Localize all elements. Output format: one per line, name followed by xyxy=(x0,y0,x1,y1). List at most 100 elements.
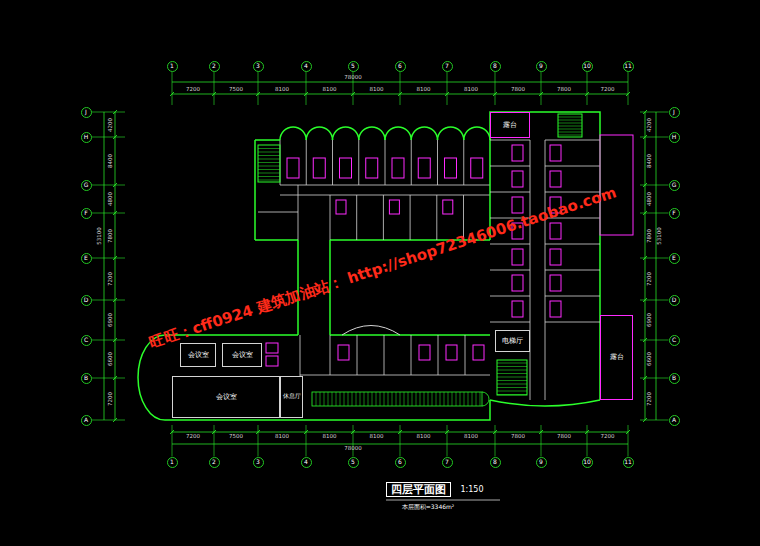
axis-line xyxy=(92,137,126,138)
dimension-text: 7500 xyxy=(229,434,243,440)
balcony-hatch xyxy=(452,392,453,406)
node-text: G xyxy=(84,182,89,188)
wall-line xyxy=(384,335,385,375)
dimension-text: 7200 xyxy=(647,272,653,286)
node-text: E xyxy=(84,255,88,261)
balcony-hatch xyxy=(384,392,385,406)
stair-tread xyxy=(497,380,527,381)
balcony-hatch xyxy=(364,392,365,406)
wall-line xyxy=(410,195,411,240)
wall-line xyxy=(358,140,359,185)
dimension-line xyxy=(656,112,657,420)
stair-tread xyxy=(258,162,280,163)
title-underline xyxy=(386,500,500,501)
room-label-box: 露台 xyxy=(600,315,633,400)
toilet-fixture xyxy=(266,356,278,366)
balcony-hatch xyxy=(368,392,369,406)
dimension-line xyxy=(172,444,628,445)
node-text: 2 xyxy=(212,459,216,465)
node-text: 电梯厅 xyxy=(502,338,523,345)
wall-line xyxy=(463,140,464,185)
bathroom-fixture xyxy=(389,200,399,214)
axis-line xyxy=(306,425,307,457)
balcony-hatch xyxy=(408,392,409,406)
wall-path xyxy=(490,112,600,400)
stair-tread xyxy=(258,148,280,149)
dimension-text: 7200 xyxy=(186,87,200,93)
wall-line xyxy=(298,185,299,240)
dimension-text: 8100 xyxy=(464,87,478,93)
dimension-line xyxy=(104,112,105,420)
node-text: 11 xyxy=(624,459,632,465)
dimension-text: 8100 xyxy=(370,434,384,440)
wall-line xyxy=(545,270,600,271)
grid-axis-bubble: 6 xyxy=(395,61,406,72)
room-label-box: 会议室 xyxy=(172,376,280,418)
node-text: 休息厅 xyxy=(283,394,301,400)
room-label-box: 露台 xyxy=(490,112,530,138)
node-text: 3 xyxy=(256,459,260,465)
node-text: D xyxy=(672,297,677,303)
stair-tread xyxy=(497,391,527,392)
balcony-hatch xyxy=(412,392,413,406)
axis-line xyxy=(628,425,629,457)
node-text: 9 xyxy=(539,63,543,69)
balcony-hatch xyxy=(356,392,357,406)
dimension-line xyxy=(172,94,628,95)
balcony-hatch xyxy=(336,392,337,406)
stair-tread xyxy=(258,152,280,153)
node-text: 5 xyxy=(351,63,355,69)
axis-line xyxy=(92,185,126,186)
dimension-text: 7200 xyxy=(647,392,653,406)
arch xyxy=(385,127,411,140)
wall-line xyxy=(330,334,490,336)
arch xyxy=(333,127,359,140)
node-text: 会议室 xyxy=(232,352,253,359)
balcony-hatch xyxy=(428,392,429,406)
wall-line xyxy=(490,244,530,245)
dimension-text: 7200 xyxy=(108,392,114,406)
wall-line xyxy=(545,296,600,297)
axis-line xyxy=(92,213,126,214)
axis-line xyxy=(587,425,588,457)
stair xyxy=(258,145,280,182)
arch xyxy=(438,127,464,140)
grid-axis-bubble: 6 xyxy=(395,457,406,468)
dimension-line xyxy=(172,432,628,433)
grid-axis-bubble: 10 xyxy=(582,61,593,72)
grid-axis-bubble: B xyxy=(81,373,92,384)
grid-axis-bubble: H xyxy=(81,132,92,143)
balcony-hatch xyxy=(360,392,361,406)
dimension-text: 7200 xyxy=(186,434,200,440)
wall-line xyxy=(280,195,490,196)
grid-axis-bubble: 11 xyxy=(623,61,634,72)
grid-axis-bubble: E xyxy=(669,253,680,264)
overall-dimension: 53100 xyxy=(657,227,663,245)
stair-tread xyxy=(558,129,582,130)
terrace-outline xyxy=(600,135,633,235)
dimension-text: 4200 xyxy=(647,118,653,132)
balcony-hatch xyxy=(372,392,373,406)
balcony-hatch xyxy=(392,392,393,406)
wall-line xyxy=(255,139,280,141)
room-label-box: 会议室 xyxy=(180,343,216,367)
dimension-text: 7800 xyxy=(557,434,571,440)
balcony-hatch xyxy=(432,392,433,406)
dimension-text: 7800 xyxy=(511,434,525,440)
node-text: 7 xyxy=(445,63,449,69)
node-text: E xyxy=(672,255,676,261)
axis-line xyxy=(172,425,173,457)
bathroom-fixture xyxy=(366,158,378,178)
balcony-hatch xyxy=(352,392,353,406)
grid-axis-bubble: H xyxy=(669,132,680,143)
stair-tread xyxy=(258,159,280,160)
node-text: J xyxy=(85,109,87,115)
bathroom-fixture xyxy=(550,301,561,317)
dimension-text: 7200 xyxy=(601,87,615,93)
bathroom-fixture xyxy=(550,145,561,161)
bathroom-fixture xyxy=(550,249,561,265)
node-text: 露台 xyxy=(503,122,517,129)
wall-line xyxy=(490,296,530,297)
grid-axis-bubble: A xyxy=(669,415,680,426)
